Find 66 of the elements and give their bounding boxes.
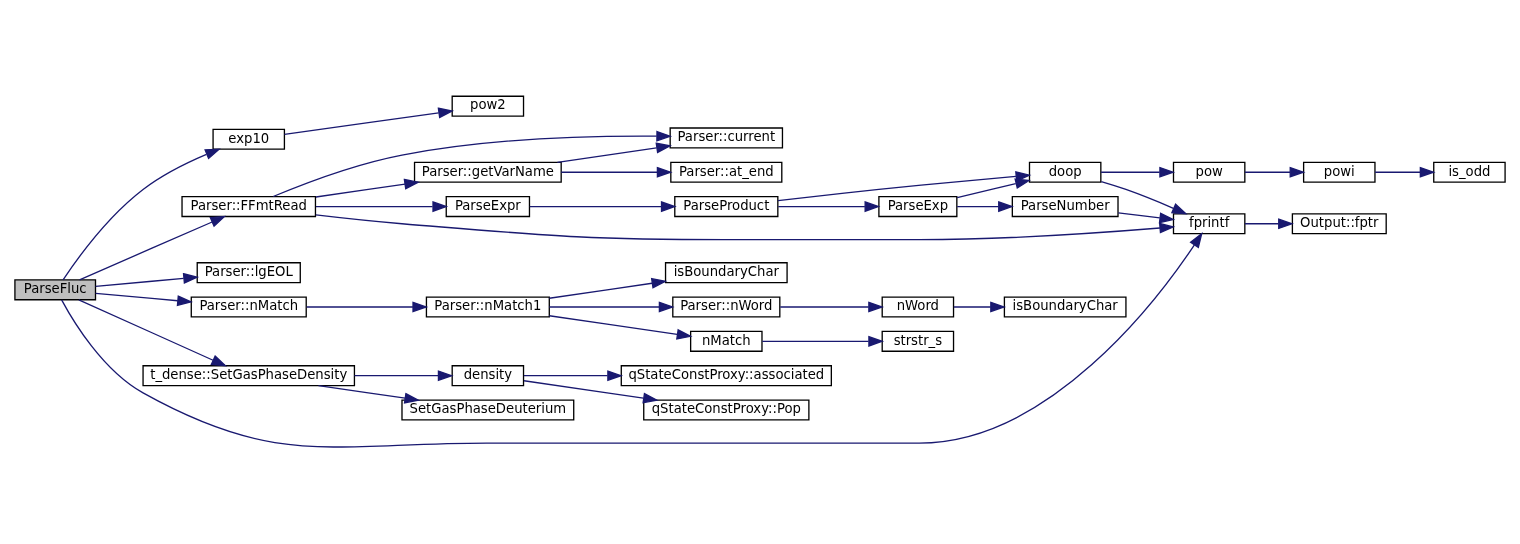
- node-box: SetGasPhaseDeuterium: [401, 399, 575, 421]
- arrow: [306, 301, 429, 313]
- arrow: [779, 301, 885, 313]
- node-box: qStateConstProxy::associated: [620, 365, 832, 387]
- arrow: [315, 178, 421, 198]
- arrow: [78, 215, 227, 281]
- arrow: [556, 142, 672, 163]
- arrow: [560, 166, 673, 178]
- node-box: density: [451, 365, 525, 387]
- arrow: [548, 315, 693, 340]
- arrow: [761, 335, 885, 347]
- node-box: ParseFluc: [14, 279, 97, 301]
- node-box: Parser::FFmtRead: [181, 196, 317, 218]
- node-box: Parser::current: [669, 127, 784, 149]
- node-box: pow2: [451, 95, 525, 117]
- arrow: [94, 292, 193, 307]
- arrow: [1100, 166, 1176, 178]
- arrow: [529, 201, 677, 213]
- arrow: [272, 130, 673, 198]
- node-box: Parser::getVarName: [413, 161, 562, 183]
- node-box: doop: [1028, 161, 1102, 183]
- arrow: [953, 301, 1007, 313]
- node-box: ParseExpr: [445, 196, 531, 218]
- node-box: exp10: [212, 128, 286, 150]
- arrow: [548, 301, 675, 313]
- arrow: [1117, 212, 1176, 224]
- node-box: ParseNumber: [1011, 196, 1119, 218]
- arrow: [62, 148, 221, 281]
- arrow: [523, 370, 624, 382]
- node-box: Parser::nMatch: [190, 296, 307, 318]
- node-box: nWord: [881, 296, 955, 318]
- arrow: [777, 170, 1032, 202]
- arrow: [1100, 180, 1188, 215]
- arrow: [1374, 166, 1436, 178]
- node-box: isBoundaryChar: [1003, 296, 1127, 318]
- node-box: Parser::lgEOL: [196, 262, 301, 284]
- node-box: nMatch: [690, 330, 763, 352]
- node-box: isBoundaryChar: [664, 262, 788, 284]
- arrow: [956, 178, 1031, 199]
- node-box: fprintf: [1172, 213, 1246, 235]
- node-box: strstr_s: [881, 330, 955, 352]
- node-box: qStateConstProxy::Pop: [643, 399, 810, 421]
- arrow: [777, 201, 881, 213]
- node-box: pow: [1172, 161, 1246, 183]
- node-box: ParseProduct: [674, 196, 779, 218]
- arrow: [78, 299, 228, 367]
- node-box: Parser::nMatch1: [425, 296, 550, 318]
- arrow: [60, 232, 1203, 448]
- node-box: powi: [1302, 161, 1376, 183]
- arrow: [353, 370, 454, 382]
- arrow: [1244, 218, 1294, 230]
- arrow: [283, 107, 455, 136]
- node-box: t_dense::SetGasPhaseDensity: [142, 365, 356, 387]
- arrow: [317, 384, 421, 404]
- node-box: Parser::at_end: [670, 161, 783, 183]
- arrow: [315, 201, 449, 213]
- node-box: is_odd: [1433, 161, 1506, 183]
- arrow: [94, 272, 200, 287]
- arrow: [523, 380, 659, 404]
- arrow: [315, 214, 1176, 241]
- arrow: [956, 201, 1014, 213]
- node-box: Output::fptr: [1291, 213, 1387, 235]
- arrow: [548, 277, 668, 299]
- arrow: [1244, 166, 1306, 178]
- node-box: ParseExp: [878, 196, 958, 218]
- node-box: Parser::nWord: [672, 296, 781, 318]
